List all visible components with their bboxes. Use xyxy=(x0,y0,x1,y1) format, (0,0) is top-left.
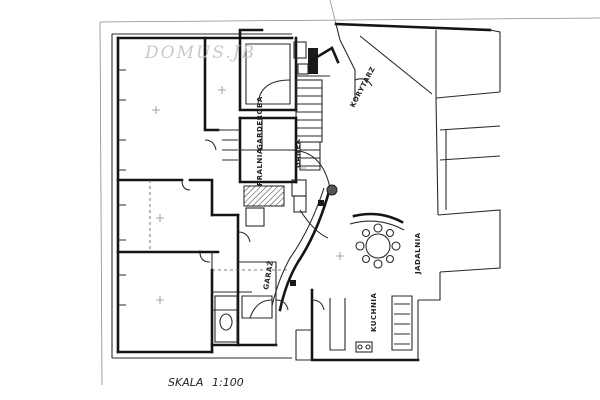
room-label-jadalnia: JADALNIA xyxy=(414,232,422,275)
utility-rooms xyxy=(218,116,298,184)
interior-walls xyxy=(116,36,290,347)
staircase xyxy=(295,79,323,171)
room-label-pralnia: PRALNIA xyxy=(256,148,264,186)
room-label-korytarz: KORYTARZ xyxy=(349,65,377,109)
kitchen xyxy=(295,288,420,362)
wall-stubs xyxy=(290,46,340,286)
room-label-kuchnia: KUCHNIA xyxy=(370,293,378,332)
dimension-marks xyxy=(152,86,344,304)
outer-walls xyxy=(111,28,294,359)
room-label-garaz: GARAŻ xyxy=(261,260,275,291)
dining-set xyxy=(349,212,405,269)
scale-ratio: 1:100 xyxy=(212,376,244,389)
scan-edges xyxy=(99,0,600,386)
chimney-core xyxy=(243,179,307,227)
bathroom-lower xyxy=(214,295,273,343)
door-swings xyxy=(181,78,373,311)
room-label-ganek: GANEK xyxy=(294,138,302,168)
corridor-curve xyxy=(271,149,338,312)
right-wing xyxy=(334,22,501,301)
room-label-garderoba: GARDEROBA xyxy=(256,96,264,150)
watermark-text: DOMUS.JB xyxy=(144,43,256,63)
scale-label: SKALA xyxy=(168,376,203,389)
